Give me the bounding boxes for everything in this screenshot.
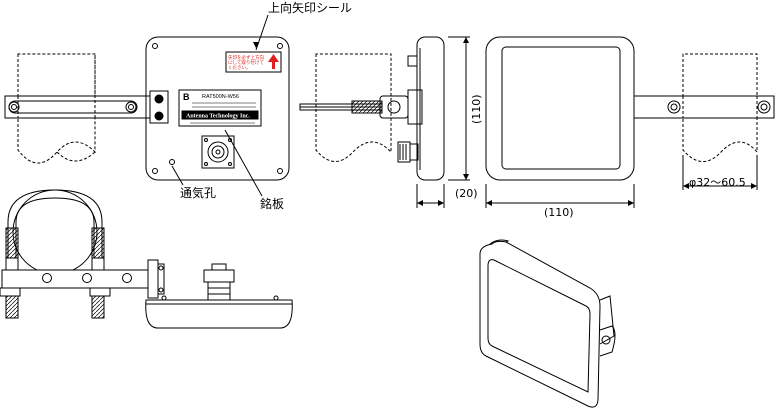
dim-height: (110) [470,94,483,124]
sticker-text-2: にして取り付けて [228,59,264,66]
vent-hole-label: 通気孔 [180,185,216,200]
isometric-view [479,239,616,408]
plate-model: RAT500N-W56 [202,94,239,100]
dim-depth: (20) [455,187,478,200]
nameplate-label: 銘板 [260,196,284,211]
dim-width: (110) [544,206,574,219]
bottom-view [0,189,293,329]
rear-view [485,36,775,208]
side-view [299,36,470,208]
plate-company: Antenna Technology Inc. [186,114,250,120]
pole-diameter: φ32〜60.5 [689,176,746,189]
sticker-text-1: 矢印を必ず上方向 [228,54,264,61]
front-view [4,14,290,197]
up-arrow-icon [268,54,279,69]
arrow-sticker-label: 上向矢印シール [268,0,352,15]
sticker-text-3: ください。 [228,64,251,71]
plate-logo: B [183,92,190,102]
